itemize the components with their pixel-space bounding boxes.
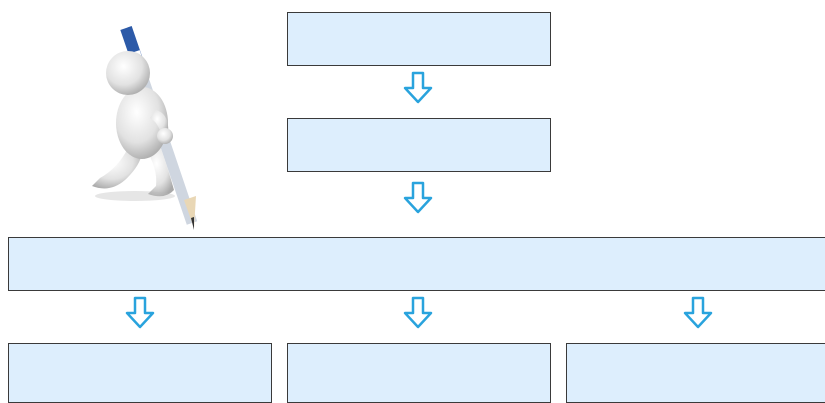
down-arrow-icon	[403, 71, 433, 104]
bottom-box-right	[566, 343, 825, 403]
bottom-box-center	[287, 343, 551, 403]
wide-box	[8, 237, 825, 291]
down-arrow-icon	[403, 181, 433, 214]
down-arrow-icon	[125, 296, 155, 329]
down-arrow-icon	[683, 296, 713, 329]
top-box	[287, 12, 551, 66]
bottom-box-left	[8, 343, 272, 403]
second-box	[287, 118, 551, 172]
person-with-pencil-icon	[92, 26, 198, 230]
down-arrow-icon	[403, 296, 433, 329]
